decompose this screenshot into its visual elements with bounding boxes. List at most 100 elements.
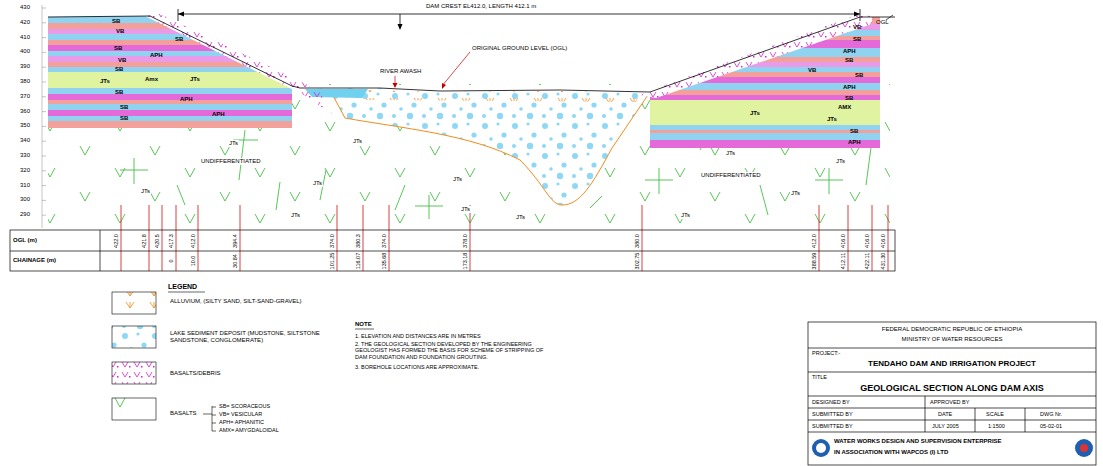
drawing-rect [48, 104, 298, 110]
drawing-rect [645, 36, 885, 40]
drawing-g [112, 292, 156, 420]
drawing-path [808, 348, 1096, 432]
drawing-g [808, 322, 1096, 465]
table-value: 412.0 [190, 234, 196, 248]
section-label: 340 [20, 137, 30, 144]
table-value: 10.0 [190, 256, 196, 267]
section-label: WATER WORKS DESIGN AND SUPERVISION ENTER… [834, 438, 1002, 445]
section-label: 310 [20, 182, 30, 189]
section-label: 410 [20, 34, 30, 41]
section-label: VB [853, 24, 861, 31]
drawing-rect [112, 398, 156, 420]
section-label: SB [850, 128, 858, 135]
drawing-path [121, 205, 888, 271]
table-value: 422.11 [864, 253, 870, 269]
drawing-rect [48, 84, 890, 226]
legend-text: BASALTS/DEBRIS [170, 370, 221, 377]
section-label: 430 [20, 4, 30, 11]
section-label: 420 [20, 19, 30, 26]
drawing-rect [645, 133, 885, 140]
section-label: APH [180, 96, 193, 103]
drawing-path [178, 9, 860, 28]
table-value: 412.0 [811, 234, 817, 248]
drawing-polyline [48, 16, 895, 92]
section-label: SUBMITTED BY [812, 411, 853, 417]
section-label: JTs [140, 188, 151, 195]
section-label: DAM CREST EL412.0, LENGTH 412.1 m [425, 3, 537, 10]
table-value: 421.8 [141, 234, 147, 248]
drawing-rect [10, 230, 895, 271]
section-label: SB [845, 57, 853, 64]
section-label: 350 [20, 122, 30, 129]
table-value: 135.68 [381, 253, 387, 270]
section-label: APH [843, 48, 856, 55]
section-label: SB [112, 18, 120, 25]
section-label: SCALE [986, 411, 1004, 417]
section-label: SB [115, 66, 123, 73]
table-value: 416.0 [880, 234, 886, 248]
section-label: APH [150, 52, 163, 59]
section-label: UNDIFFERENTIATED [700, 172, 762, 179]
section-label: 330 [20, 152, 30, 159]
drawing-circle [1080, 444, 1088, 452]
drawing-rect [48, 72, 298, 88]
table-value: 416.0 [840, 234, 846, 248]
section-label: SB [120, 115, 128, 122]
drawing-rect [645, 67, 885, 72]
table-value: 416.0 [864, 234, 870, 248]
section-label: JTs [725, 150, 736, 157]
section-label: SB [853, 36, 861, 43]
section-label: NOTE [355, 321, 372, 328]
section-label: JTs [827, 116, 837, 123]
table-value: 374.0 [329, 234, 335, 248]
section-label: 360 [20, 108, 30, 115]
section-label: VB [116, 28, 124, 35]
drawing-g [178, 9, 860, 28]
drawing-circle [812, 439, 830, 457]
section-label: SB [175, 36, 183, 43]
drawing-rect [48, 110, 298, 116]
drawing-rect [808, 322, 1096, 465]
section-label: AMX [838, 104, 851, 111]
section-label: JTs [680, 212, 691, 219]
section-label: RIVER AWASH [380, 68, 421, 75]
drawing-rect [48, 56, 298, 62]
section-label: JTs [352, 138, 363, 145]
drawing-path [393, 83, 398, 88]
section-label: UNDIFFERENTIATED [200, 158, 262, 165]
drawing-path [442, 83, 446, 89]
section-label: APPROVED BY [930, 399, 969, 405]
section-label: APH [848, 139, 861, 146]
drawing-rect [645, 72, 885, 77]
table-value: 380.0 [634, 234, 640, 248]
drawing-circle [816, 443, 826, 453]
section-label: JTs [190, 76, 200, 83]
section-label: 370 [20, 93, 30, 100]
section-label: 400 [20, 48, 30, 55]
drawing-circle [1075, 439, 1093, 457]
drawing-rect [48, 34, 298, 40]
section-label: FEDERAL DEMOCRATIC REPUBLIC OF ETHIOPIA [808, 326, 1096, 333]
table-value: 388.59 [811, 253, 817, 270]
section-label: VB [808, 67, 816, 74]
section-label: DESIGNED BY [812, 399, 850, 405]
section-label: SB [855, 72, 863, 79]
drawing-polygon [640, 15, 872, 98]
drawing-rect [645, 100, 885, 125]
section-label: MINISTRY OF WATER RESOURCES [808, 336, 1096, 343]
section-label: JTs [750, 110, 760, 117]
section-label: JTs [100, 78, 110, 85]
legend-text: ALLUVIUM, (SILTY SAND, SILT-SAND-GRAVEL) [170, 298, 302, 305]
section-label: DWG Nr. [1040, 411, 1062, 417]
drawing-rect [48, 121, 298, 128]
section-label: OGL (m) [13, 237, 37, 244]
section-label: 1:1500 [988, 423, 1005, 429]
section-label: SUBMITTED BY [812, 423, 853, 429]
drawing-path [330, 90, 650, 205]
section-label: 1. ELEVATION AND DISTANCES ARE IN METRES [355, 333, 560, 339]
table-value: 378.0 [462, 234, 468, 248]
section-label: ORIGINAL GROUND LEVEL (OGL) [472, 45, 567, 52]
section-label: APH= APHANITIC [219, 419, 264, 425]
table-value: 417.3 [168, 234, 174, 248]
